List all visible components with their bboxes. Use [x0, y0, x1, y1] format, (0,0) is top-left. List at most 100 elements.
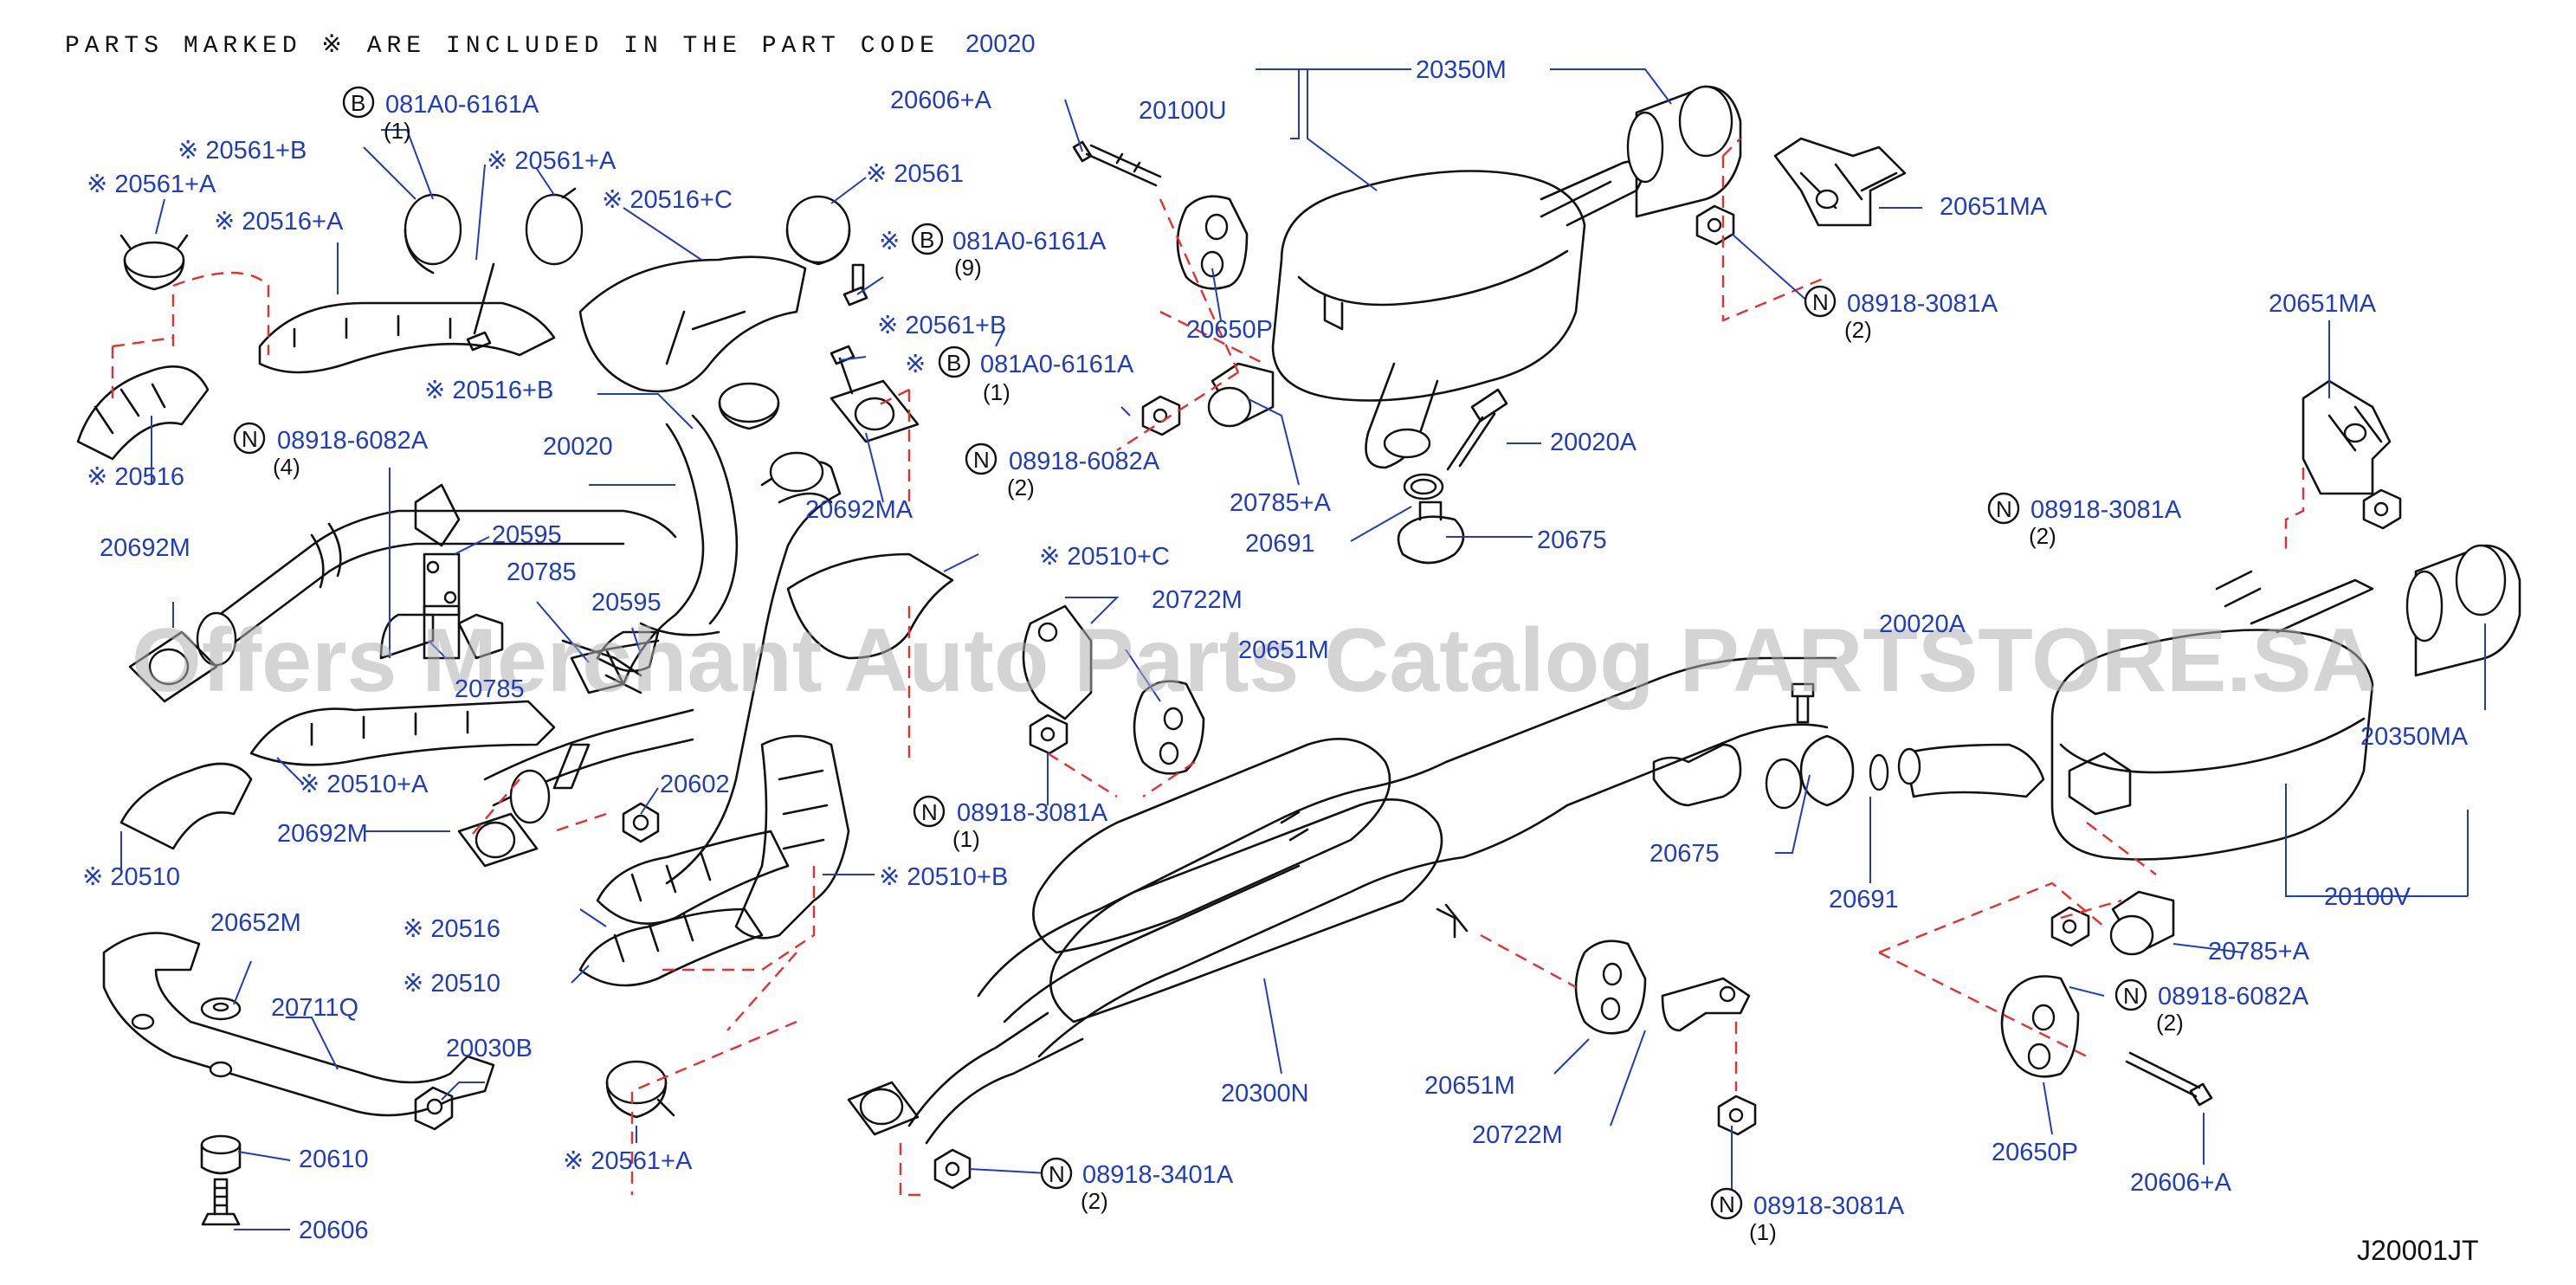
callout-label[interactable]: ※ 20561+A	[563, 1147, 693, 1175]
callout-label[interactable]: ※ 20510+A	[299, 771, 429, 798]
callout-label[interactable]: 20675	[1650, 840, 1720, 868]
callout-label[interactable]: 20711Q	[271, 994, 358, 1022]
callout-label[interactable]: 20350M	[1416, 56, 1507, 84]
callout-label[interactable]: 20691	[1245, 530, 1315, 558]
heat-shield-20516-c	[578, 255, 807, 393]
leader-lines	[120, 68, 2486, 1230]
bushing-20652m	[200, 997, 242, 1021]
heat-shield-20510-b	[734, 734, 850, 940]
callout-qty: (2)	[2029, 523, 2056, 549]
clamp-20675-lower	[1799, 734, 1855, 807]
callout-label[interactable]: 081A0-6161A	[980, 351, 1134, 378]
callout-label[interactable]: 20651M	[1238, 636, 1329, 664]
nut-08918-6082a-upper	[1141, 395, 1181, 436]
callout-qty: (9)	[954, 255, 982, 281]
marker-n: N	[1987, 492, 2020, 525]
callout-qty: (1)	[983, 379, 1010, 405]
bolt-081a0-top	[466, 262, 495, 352]
callout-qty: (2)	[2156, 1010, 2184, 1036]
callout-label[interactable]: 20651MA	[1940, 193, 2048, 221]
bolt-20606-a-upper	[1072, 140, 1162, 187]
callout-label[interactable]: 20722M	[1152, 586, 1243, 614]
callout-label[interactable]: 20030B	[446, 1035, 533, 1062]
callout-label[interactable]: 20785+A	[2208, 938, 2310, 965]
callout-label[interactable]: 08918-3081A	[1753, 1192, 1905, 1220]
callout-label[interactable]: 20785+A	[1230, 489, 1332, 517]
header-note: PARTS MARKED ※ ARE INCLUDED IN THE PART …	[65, 33, 939, 60]
callout-label[interactable]: 08918-3401A	[1082, 1161, 1234, 1189]
callout-label[interactable]: 20785	[507, 559, 577, 586]
callout-label[interactable]: 20650P	[1992, 1139, 2078, 1166]
callout-label[interactable]: 20610	[299, 1146, 369, 1173]
callout-label[interactable]: 20652M	[210, 909, 301, 937]
callout-label[interactable]: ※ 20561	[866, 160, 964, 188]
callout-label[interactable]: 081A0-6161A	[952, 228, 1107, 255]
tip-20350ma	[2405, 544, 2521, 677]
callout-label[interactable]: ※ 20561+A	[487, 147, 617, 175]
callout-label[interactable]: 08918-6082A	[277, 427, 429, 455]
callout-label[interactable]: 20722M	[1472, 1121, 1563, 1149]
callout-label[interactable]: 20675	[1537, 526, 1607, 554]
callout-label[interactable]: 20020A	[1550, 429, 1637, 456]
callout-label[interactable]: ※ 20561+B	[877, 312, 1006, 339]
callout-label[interactable]: 20595	[492, 521, 562, 549]
callout-label[interactable]: ※ 20510+C	[1039, 543, 1170, 571]
marker-b: B	[938, 345, 971, 378]
hanger-20651ma-lower	[2302, 379, 2392, 495]
center-pipe-20300n	[847, 656, 1837, 1145]
callout-label[interactable]: 20606+A	[890, 87, 992, 114]
callout-label[interactable]: ※ 20516	[87, 463, 184, 491]
heat-shield-20516-a	[258, 301, 556, 374]
callout-label[interactable]: ※ 20510+B	[879, 863, 1008, 891]
callout-label[interactable]: 08918-6082A	[2158, 983, 2309, 1011]
callout-label[interactable]: 20692M	[277, 820, 368, 848]
bracket-20785-left	[457, 613, 504, 660]
bolt-20020a-upper	[1446, 388, 1508, 471]
insulator-20651m-upper	[1133, 680, 1205, 775]
callout-label[interactable]: ※ 20516	[403, 915, 500, 943]
hanger-20651ma-upper	[1773, 137, 1907, 227]
callout-label[interactable]: ※ 20510	[82, 863, 180, 891]
callout-label[interactable]: 20100U	[1139, 97, 1227, 125]
callout-label[interactable]: 20651MA	[2269, 290, 2377, 318]
callout-label[interactable]: 08918-3081A	[2030, 496, 2182, 524]
callout-label[interactable]: 20650P	[1186, 316, 1273, 344]
callout-label[interactable]: ※ 20561+A	[87, 171, 216, 198]
svg-text:N: N	[1049, 1161, 1065, 1187]
callout-label[interactable]: 20350MA	[2360, 723, 2469, 751]
parts-artwork	[76, 85, 2521, 1226]
callout-label[interactable]: ※ 20561+B	[178, 137, 307, 165]
hanger-20722m-lower	[1661, 977, 1751, 1032]
callout-label[interactable]: ※ 20516+C	[602, 186, 733, 214]
gasket-20692ma	[830, 379, 920, 443]
nut-08918-3401a	[933, 1148, 972, 1190]
callout-label[interactable]: ※ 20516+B	[424, 377, 553, 404]
callout-label[interactable]: 20602	[660, 771, 730, 798]
callout-label[interactable]: ※ 20510	[403, 970, 500, 998]
main-muffler-20100u	[1271, 160, 1647, 469]
callout-label[interactable]: 08918-6082A	[1009, 448, 1160, 475]
callout-label[interactable]: 08918-3081A	[1847, 290, 1998, 318]
nut-08918-6082a-lower	[2050, 906, 2090, 947]
callout-qty: (2)	[1844, 317, 1872, 343]
callout-label[interactable]: 20606+A	[2130, 1169, 2232, 1197]
callout-label[interactable]: 20595	[591, 589, 662, 617]
insulator-20650p-upper	[1176, 195, 1249, 290]
callout-label[interactable]: 20300N	[1221, 1080, 1309, 1107]
callout-label[interactable]: 20020A	[1879, 610, 1966, 638]
callout-label[interactable]: 20606	[299, 1217, 369, 1244]
callout-label[interactable]: 08918-3081A	[957, 799, 1108, 827]
bolt-20606	[201, 1178, 241, 1226]
callout-label[interactable]: 20020	[543, 433, 613, 461]
callout-label: ※	[879, 228, 900, 255]
callout-label[interactable]: 20692M	[100, 534, 190, 562]
callout-label[interactable]: 20651M	[1424, 1072, 1515, 1100]
callout-label[interactable]: 20692MA	[805, 496, 914, 524]
callout-label[interactable]: 081A0-6161A	[385, 91, 539, 119]
callout-label[interactable]: 20691	[1829, 886, 1899, 914]
bolt-081a0-lower	[830, 345, 855, 395]
callout-label[interactable]: ※ 20516+A	[214, 208, 344, 236]
callout-label[interactable]: 20100V	[2324, 883, 2411, 911]
callout-label[interactable]: 20785	[455, 675, 525, 703]
heat-shield-20516-lower	[596, 830, 790, 925]
